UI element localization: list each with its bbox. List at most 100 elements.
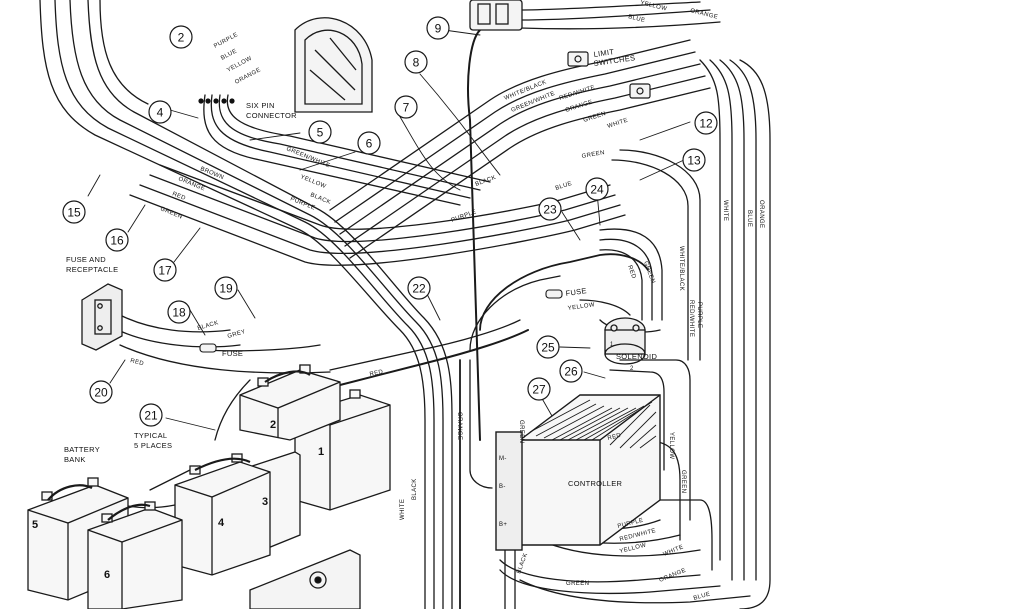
wire-label: BLACK [516, 552, 529, 574]
controller [495, 394, 661, 551]
callout-16: 16 [105, 228, 129, 252]
wire-label: GREEN/WHITE [285, 146, 331, 169]
callout-25: 25 [536, 335, 560, 359]
callout-number: 6 [366, 137, 373, 151]
wire-label: ORANGE [456, 412, 462, 440]
callout-number: 9 [435, 22, 442, 36]
wire-label: BLUE [628, 14, 646, 24]
fuse-receptacle-label-2: RECEPTACLE [66, 265, 118, 274]
wire-label: BLUE [746, 210, 752, 227]
callout-circle [404, 50, 428, 74]
callout-number: 13 [687, 154, 701, 168]
wire-label: GREEN [680, 470, 686, 493]
wire-label: YELLOW [226, 56, 253, 74]
callout-number: 22 [412, 282, 426, 296]
battery-number-3: 3 [262, 496, 268, 508]
callout-circle [139, 403, 163, 427]
callout-number: 15 [67, 206, 81, 220]
six-pin-label-1: SIX PIN [246, 101, 275, 110]
wire-label: ORANGE [177, 176, 206, 192]
component-labels: SIX PIN CONNECTOR LIMIT SWITCHES FUSE AN… [64, 47, 657, 488]
callout-circle [559, 359, 583, 383]
callout-2: 2 [169, 25, 193, 49]
callout-circle [357, 131, 381, 155]
fuse-receptacle-label-1: FUSE AND [66, 255, 106, 264]
callout-number: 23 [543, 203, 557, 217]
callout-number: 24 [590, 183, 604, 197]
callout-number: 8 [413, 56, 420, 70]
battery-6 [87, 501, 183, 609]
callout-4: 4 [148, 100, 172, 124]
callout-circle [153, 258, 177, 282]
wire-label: GREEN [518, 420, 524, 443]
battery-number-6: 6 [104, 569, 110, 581]
callout-number: 4 [157, 106, 164, 120]
wire-label: WHITE/BLACK [678, 246, 684, 291]
callout-5: 5 [308, 120, 332, 144]
wire-label: RED [130, 358, 145, 367]
wire-label: RED [607, 433, 622, 442]
wire-label: BLUE [220, 48, 238, 61]
wire-label: GREEN [583, 111, 607, 124]
callout-number: 17 [158, 264, 172, 278]
callout-number: 12 [699, 117, 713, 131]
motor [249, 549, 361, 609]
callout-circle [105, 228, 129, 252]
wire-label: RED [171, 191, 186, 202]
wire-label: WHITE [663, 544, 685, 558]
controller-label: CONTROLLER [568, 479, 623, 488]
battery-4 [174, 453, 271, 576]
callout-number: 2 [178, 31, 185, 45]
limit-switches-label-1: LIMIT [593, 47, 615, 59]
solenoid-terminal-1: 1 [610, 342, 614, 348]
terminal-b-plus: B+ [499, 522, 507, 528]
six-pin-connector-pins [198, 98, 235, 104]
wire-label: GREEN [642, 261, 656, 285]
callout-number: 19 [219, 282, 233, 296]
wire-label: ORANGE [565, 99, 594, 113]
callout-number: 16 [110, 234, 124, 248]
battery-number-1: 1 [318, 446, 324, 458]
callout-circle [169, 25, 193, 49]
callout-17: 17 [153, 258, 177, 282]
wire-label: GREEN [159, 206, 183, 220]
wire-label: RED/WHITE [688, 300, 694, 337]
battery-bank-label-2: BANK [64, 455, 86, 464]
callout-number: 21 [144, 409, 158, 423]
terminal-labels: M- B- B+ 1 2 [499, 342, 634, 528]
wire-label: WHITE [607, 118, 629, 130]
callout-circle [394, 95, 418, 119]
wire-label: YELLOW [299, 174, 327, 190]
callout-circle [694, 111, 718, 135]
wire-label: BLACK [412, 478, 418, 500]
callout-circle [538, 197, 562, 221]
wire-harness [39, 0, 771, 609]
callout-circle [89, 380, 113, 404]
battery-bank-label-1: BATTERY [64, 445, 100, 454]
callout-number: 18 [172, 306, 186, 320]
fuse-receptacle [81, 283, 123, 351]
callout-circle [148, 100, 172, 124]
callout-20: 20 [89, 380, 113, 404]
six-pin-label-2: CONNECTOR [246, 111, 297, 120]
wire-label: PURPLE [213, 32, 239, 50]
callout-15: 15 [62, 200, 86, 224]
callout-number: 7 [403, 101, 410, 115]
battery-numbers: 1 2 3 4 5 6 [32, 419, 324, 581]
battery-2 [239, 364, 341, 441]
battery-bank [27, 364, 391, 609]
wire-label: GREEN [581, 150, 605, 160]
wire-label: YELLOW [619, 542, 647, 554]
wire-label: YELLOW [567, 302, 595, 312]
wire-label: GREEN [566, 581, 589, 587]
callout-number: 27 [532, 383, 546, 397]
terminal-b-minus: B- [499, 484, 506, 490]
wire-label: RED [626, 265, 636, 280]
callout-circle [308, 120, 332, 144]
callout-12: 12 [694, 111, 718, 135]
wire-label: BLACK [475, 175, 497, 188]
callout-circle [407, 276, 431, 300]
inline-fuses [199, 289, 563, 353]
callout-number: 26 [564, 365, 578, 379]
